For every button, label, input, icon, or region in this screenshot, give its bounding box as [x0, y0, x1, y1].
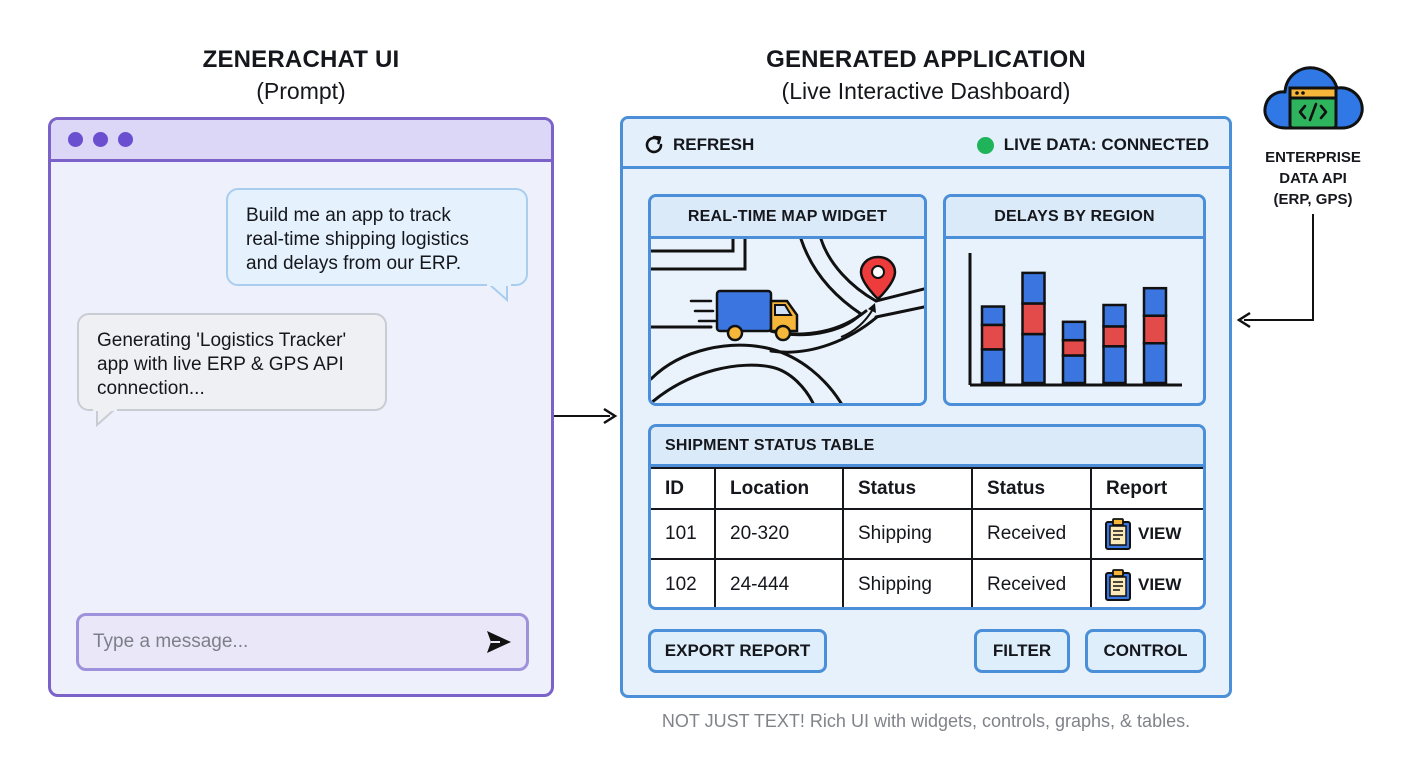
table-row: 102 24-444 Shipping Received	[651, 559, 1203, 608]
assistant-message-bubble: Generating 'Logistics Tracker' app with …	[77, 313, 387, 411]
chart-widget-title: DELAYS BY REGION	[946, 197, 1203, 239]
message-line: Build me an app to track	[246, 205, 451, 226]
shipment-table-widget: SHIPMENT STATUS TABLE ID Location Status…	[648, 424, 1206, 610]
chat-window: Build me an app to track real-time shipp…	[48, 117, 554, 697]
bar-segment-2-2	[1021, 302, 1046, 336]
left-panel-heading: ZENERACHAT UI (Prompt)	[48, 46, 554, 105]
message-line: real-time shipping logistics	[246, 229, 469, 250]
left-panel-title: ZENERACHAT UI	[202, 46, 400, 73]
cell-status: Received	[972, 509, 1092, 560]
api-label: ENTERPRISE DATA API (ERP, GPS)	[1248, 147, 1378, 210]
caption: NOT JUST TEXT! Rich UI with widgets, con…	[661, 711, 1191, 731]
bar-segment-4-3	[1102, 303, 1127, 328]
message-line: and delays from our ERP.	[246, 253, 462, 274]
refresh-label: REFRESH	[673, 135, 755, 154]
shipment-status-table: ID Location Status Status Report 101 20-…	[651, 467, 1203, 608]
dashboard-window: REFRESH LIVE DATA: CONNECTED REAL-TIME M…	[620, 116, 1232, 698]
refresh-button[interactable]: REFRESH	[643, 131, 754, 159]
bar-segment-5-3	[1142, 286, 1168, 317]
live-data-status: LIVE DATA: CONNECTED	[976, 131, 1209, 159]
column-header: Status	[972, 468, 1092, 510]
bar-segment-4-1	[1102, 345, 1127, 385]
chat-titlebar	[51, 120, 551, 162]
user-bubble-tail-icon	[487, 284, 511, 302]
cell-id: 102	[651, 559, 716, 607]
api-label-line: ENTERPRISE	[1265, 149, 1361, 166]
column-header: Report	[1091, 468, 1203, 510]
bar-segment-3-1	[1061, 354, 1087, 385]
chart-widget[interactable]: DELAYS BY REGION	[943, 194, 1206, 406]
user-message-bubble: Build me an app to track real-time shipp…	[226, 188, 528, 286]
message-line: Generating 'Logistics Tracker'	[97, 330, 347, 351]
flow-arrow-icon	[554, 407, 618, 425]
table-row: 101 20-320 Shipping Received	[651, 509, 1203, 560]
cell-report: VIEW	[1091, 509, 1203, 560]
bar-segment-1-1	[980, 348, 1006, 385]
message-line: app with live ERP & GPS API	[97, 354, 344, 375]
left-panel-subtitle: (Prompt)	[256, 78, 346, 104]
right-panel-heading: GENERATED APPLICATION (Live Interactive …	[620, 46, 1232, 105]
filter-button[interactable]: FILTER	[974, 629, 1070, 673]
cell-id: 101	[651, 509, 716, 560]
right-panel-subtitle: (Live Interactive Dashboard)	[781, 78, 1071, 104]
message-input[interactable]	[93, 616, 473, 668]
bar-segment-5-1	[1142, 341, 1168, 385]
map-illustration	[651, 237, 924, 403]
api-flow-arrow-icon	[1236, 214, 1314, 329]
truck-icon	[689, 289, 799, 342]
map-widget-title: REAL-TIME MAP WIDGET	[651, 197, 924, 239]
window-dot-icon	[118, 132, 133, 147]
live-status-label: LIVE DATA: CONNECTED	[1003, 135, 1209, 154]
cell-report: VIEW	[1091, 559, 1203, 608]
view-label: VIEW	[1138, 524, 1182, 543]
clipboard-icon	[1105, 568, 1131, 601]
live-status-dot-icon	[976, 136, 994, 154]
column-header: ID	[651, 468, 716, 510]
bar-segment-5-2	[1142, 314, 1168, 345]
bar-segment-4-2	[1102, 325, 1127, 348]
cell-location: 20-320	[715, 509, 844, 560]
cell-status: Shipping	[843, 559, 973, 607]
clipboard-icon	[1105, 518, 1131, 550]
window-dot-icon	[68, 132, 83, 147]
delays-bar-chart	[968, 253, 1182, 387]
cell-location: 24-444	[715, 559, 844, 607]
view-report-link[interactable]: VIEW	[1104, 561, 1203, 608]
export-report-button[interactable]: EXPORT REPORT	[648, 629, 827, 673]
table-header-row: ID Location Status Status Report	[651, 468, 1203, 510]
bar-segment-2-3	[1021, 271, 1046, 305]
cloud-api-icon	[1263, 66, 1364, 130]
control-button[interactable]: CONTROL	[1085, 629, 1206, 673]
bar-segment-3-2	[1061, 338, 1087, 357]
bar-segment-1-3	[980, 305, 1006, 327]
send-icon[interactable]	[486, 630, 512, 654]
dashboard-topbar: REFRESH LIVE DATA: CONNECTED	[623, 119, 1229, 169]
location-pin-icon	[859, 255, 897, 301]
refresh-icon	[645, 135, 663, 154]
message-line: connection...	[97, 378, 205, 399]
chat-input-box[interactable]	[76, 613, 529, 671]
bar-segment-3-3	[1061, 320, 1087, 342]
view-report-link[interactable]: VIEW	[1104, 510, 1203, 558]
bar-segment-2-1	[1021, 332, 1046, 385]
right-panel-title: GENERATED APPLICATION	[766, 46, 1086, 73]
api-label-line: DATA API	[1279, 170, 1347, 187]
view-label: VIEW	[1138, 574, 1182, 594]
bar-segment-1-2	[980, 323, 1006, 351]
cell-status: Shipping	[843, 509, 973, 560]
window-dot-icon	[93, 132, 108, 147]
cell-status: Received	[972, 559, 1092, 607]
table-title: SHIPMENT STATUS TABLE	[651, 427, 1203, 467]
column-header: Status	[843, 468, 973, 510]
column-header: Location	[715, 468, 844, 510]
map-widget[interactable]: REAL-TIME MAP WIDGET	[648, 194, 927, 406]
api-label-line: (ERP, GPS)	[1273, 191, 1353, 208]
assistant-bubble-tail-icon	[93, 409, 117, 427]
